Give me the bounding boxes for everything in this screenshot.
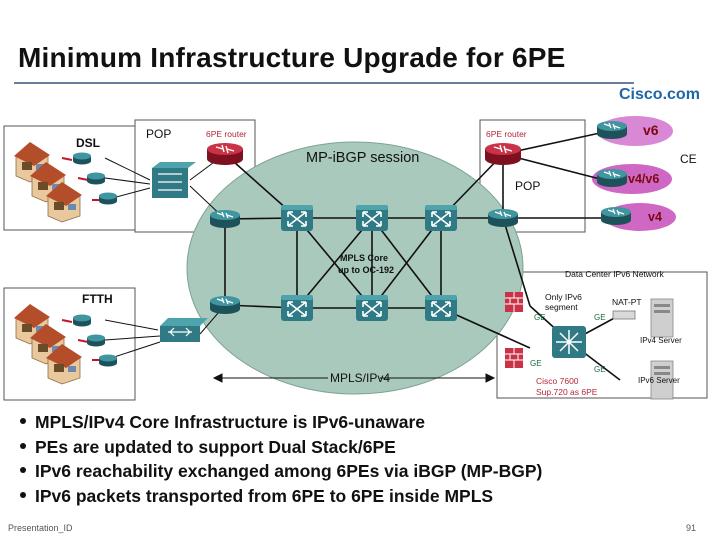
bullet-dot-icon — [20, 491, 26, 498]
ftth-label: FTTH — [82, 292, 113, 306]
ipv4-server-label: IPv4 Server — [640, 336, 682, 345]
v4-label: v4 — [648, 210, 662, 224]
data-center-label: Data Center IPv6 Network — [565, 269, 664, 279]
router-icon — [209, 295, 241, 315]
cisco-brand-logo: Cisco.com — [619, 86, 700, 103]
ce-router-icon — [600, 206, 632, 226]
segment-label-line2: segment — [545, 302, 578, 312]
firewall-icon — [504, 347, 524, 369]
ethernet-switch-icon — [160, 318, 208, 342]
mpls-switch-icon — [280, 204, 314, 232]
network-diagram: DSL POP 6PE router 6PE router MP-iBGP se… — [3, 116, 708, 401]
slide-title: Minimum Infrastructure Upgrade for 6PE — [18, 42, 566, 73]
nat-pt-label: NAT-PT — [612, 297, 642, 307]
ge-label: GE — [534, 313, 546, 322]
cpe-router-icon — [99, 192, 117, 205]
v4v6-label: v4/v6 — [628, 172, 659, 186]
page-number: 91 — [686, 523, 697, 533]
bullet-text: IPv6 packets transported from 6PE to 6PE… — [35, 485, 494, 506]
mpls-switch-icon — [355, 204, 389, 232]
bullet-item: PEs are updated to support Dual Stack/6P… — [20, 435, 542, 460]
bullet-dot-icon — [20, 442, 26, 449]
pe-router-left-label: 6PE router — [206, 129, 247, 139]
presentation-id: Presentation_ID — [8, 523, 73, 533]
pe-router-left-icon — [206, 142, 244, 166]
dsl-label: DSL — [76, 136, 100, 150]
bullet-dot-icon — [20, 467, 26, 474]
ce-label: CE — [680, 152, 697, 166]
dslam-icon — [152, 162, 196, 198]
core-label-line2: up to OC-192 — [338, 265, 394, 275]
ce-router-icon — [596, 120, 628, 140]
bullet-text: MPLS/IPv4 Core Infrastructure is IPv6-un… — [35, 412, 425, 432]
access-links — [104, 153, 226, 361]
pe-router-right-icon — [484, 142, 522, 166]
router-icon — [209, 209, 241, 229]
cisco-7600-switch-icon — [552, 326, 586, 358]
ipv6-server-label: IPv6 Server — [638, 376, 680, 385]
router-icon — [487, 208, 519, 228]
cpe-router-icon — [73, 314, 91, 327]
cisco-7600-label-line1: Cisco 7600 — [536, 376, 579, 386]
bullet-item: IPv6 reachability exchanged among 6PEs v… — [20, 459, 542, 484]
bullet-text: PEs are updated to support Dual Stack/6P… — [35, 436, 396, 457]
bullet-item: MPLS/IPv4 Core Infrastructure is IPv6-un… — [20, 410, 542, 435]
ce-router-icon — [596, 168, 628, 188]
mpls-switch-icon — [424, 294, 458, 322]
bullet-dot-icon — [20, 418, 26, 425]
pe-router-right-label: 6PE router — [486, 129, 527, 139]
title-divider — [14, 82, 634, 84]
firewall-icon — [504, 291, 524, 313]
mpls-ipv4-label: MPLS/IPv4 — [330, 371, 390, 385]
ftth-access-box — [3, 287, 136, 401]
mpls-switch-icon — [424, 204, 458, 232]
mpls-switch-icon — [355, 294, 389, 322]
cpe-router-icon — [73, 152, 91, 165]
core-label-line1: MPLS Core — [340, 253, 388, 263]
cpe-router-icon — [87, 334, 105, 347]
bullet-text: IPv6 reachability exchanged among 6PEs v… — [35, 461, 543, 481]
bullet-list: MPLS/IPv4 Core Infrastructure is IPv6-un… — [20, 410, 542, 508]
access-link-stubs — [61, 157, 100, 361]
cpe-router-icon — [87, 172, 105, 185]
ge-label: GE — [594, 313, 606, 322]
bullet-item: IPv6 packets transported from 6PE to 6PE… — [20, 484, 542, 509]
ipv4-server-icon — [650, 298, 674, 338]
segment-label-line1: Only IPv6 — [545, 292, 582, 302]
ge-label: GE — [530, 359, 542, 368]
cpe-router-icon — [99, 354, 117, 367]
mpls-ipv4-span-arrow — [212, 373, 496, 383]
ge-label: GE — [594, 365, 606, 374]
v6-label: v6 — [643, 122, 659, 138]
nat-pt-device-icon — [612, 310, 636, 320]
pop-left-label: POP — [146, 127, 171, 141]
cisco-7600-label-line2: Sup.720 as 6PE — [536, 387, 598, 397]
session-label: MP-iBGP session — [306, 150, 419, 166]
pop-right-label: POP — [515, 179, 540, 193]
mpls-switch-icon — [280, 294, 314, 322]
